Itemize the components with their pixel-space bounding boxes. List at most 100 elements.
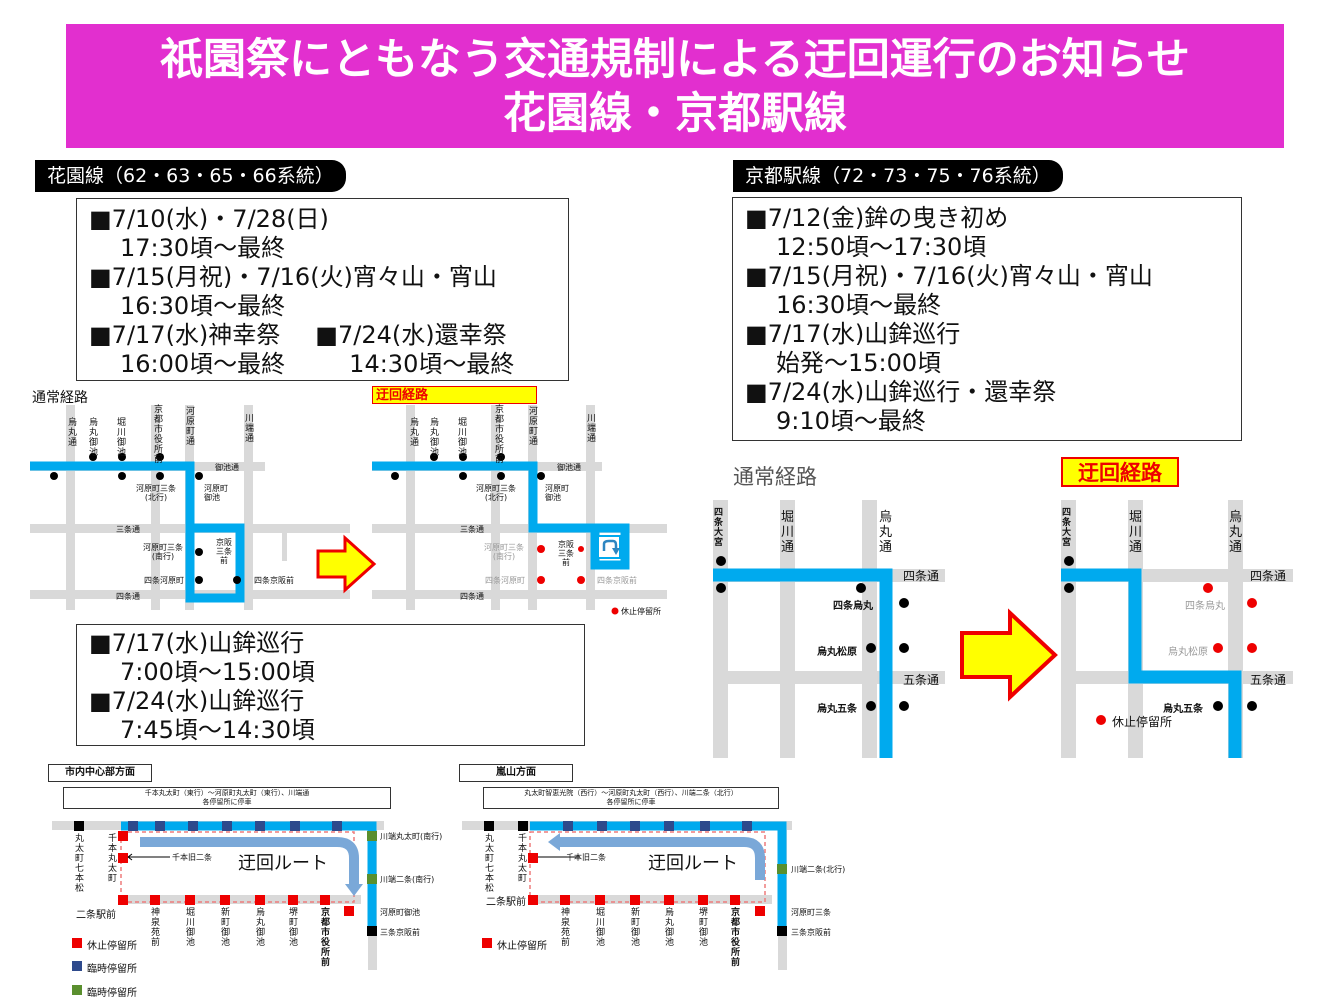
stop-label: 堀川御池: [595, 908, 605, 948]
stop-label: 京都市役所前: [494, 405, 504, 465]
street-label: 堀川通: [780, 510, 794, 555]
schedule-time: 16:00頃〜最終: [120, 350, 286, 378]
schedule-line: ■7/12(金)鉾の曳き初め: [745, 204, 1009, 232]
stop-label: 烏丸松原: [817, 647, 857, 658]
arrow-right-icon: [960, 608, 1058, 702]
kyoto-normal-route-label: 通常経路: [733, 465, 817, 489]
street-label: 四条通: [1250, 569, 1287, 583]
stop-label: 烏丸御池: [88, 418, 98, 458]
legend-temporary-stop: 臨時停留所: [87, 988, 137, 999]
hanazono-yamahoko-box: ■7/17(水)山鉾巡行 7:00頃〜15:00頃 ■7/24(水)山鉾巡行 7…: [76, 624, 585, 746]
schedule-line: ■7/17(水)神幸祭: [89, 321, 281, 349]
stop-label: 千本丸太町: [517, 834, 527, 884]
stop-label: 新町御池: [220, 908, 230, 948]
hanazono-normal-route-label: 通常経路: [32, 390, 88, 406]
stop-label: 千本丸太町: [107, 834, 117, 884]
hanazono-line-label: 花園線（62・63・65・66系統）: [35, 160, 346, 192]
legend-closed-stop: 休止停留所: [497, 941, 547, 952]
schedule-time: 7:45頃〜14:30頃: [120, 716, 316, 744]
stop-label: 千本旧二条: [172, 853, 212, 862]
stop-note-line: 各停留所に停車: [606, 798, 656, 806]
stop-note: 丸太町智恵光院（西行）〜河原町丸太町（西行）、川端二条（北行） 各停留所に停車: [483, 787, 779, 809]
stop-label: 四条河原町: [144, 576, 184, 585]
street-label: 河原町通: [185, 407, 195, 447]
street-label: 四条通: [116, 592, 140, 601]
stop-label: 丸太町七本松: [484, 834, 494, 894]
schedule-line: ■7/24(水)山鉾巡行: [89, 687, 305, 715]
legend-closed-stop: 休止停留所: [87, 941, 137, 952]
stop-note-line: 各停留所に停車: [202, 798, 252, 806]
kyoto-station-schedule-box: ■7/12(金)鉾の曳き初め 12:50頃〜17:30頃 ■7/15(月祝)・7…: [732, 197, 1242, 441]
street-label: 烏丸通: [878, 510, 892, 555]
stop-label: 新町御池: [630, 908, 640, 948]
stop-label: 堺町御池: [288, 908, 298, 948]
schedule-time: 9:10頃〜最終: [776, 407, 926, 435]
street-label: 河原町通: [528, 407, 538, 447]
stop-label: 烏丸五条: [1163, 704, 1203, 715]
schedule-line: ■7/10(水)・7/28(日): [89, 205, 329, 233]
stop-label: 堀川御池: [185, 908, 195, 948]
street-label: 三条通: [460, 525, 484, 534]
street-label: 四条通: [903, 569, 940, 583]
stop-label: 河原町三条(北行): [476, 484, 516, 502]
street-label: 堀川通: [1128, 510, 1142, 555]
stop-label: 烏丸御池: [664, 908, 674, 948]
stop-label: 二条駅前: [76, 910, 116, 921]
stop-label: 京阪三条前: [558, 540, 574, 567]
stop-label: 河原町三条: [791, 908, 831, 917]
stop-label: 川端丸太町(南行): [380, 832, 443, 841]
street-label: 四条通: [460, 592, 484, 601]
banner-title: 祇園祭にともなう交通規制による迂回運行のお知らせ: [160, 35, 1190, 85]
stop-label: 丸太町七本松: [74, 834, 84, 894]
stop-label: 神泉苑前: [150, 908, 160, 948]
hanazono-normal-map: [30, 405, 350, 610]
stop-label: 河原町御池: [545, 484, 569, 502]
stop-label: 三条京阪前: [791, 928, 831, 937]
stop-label: 烏丸御池: [255, 908, 265, 948]
street-label: 烏丸通: [1228, 510, 1242, 555]
arashiyama-direction-title: 嵐山方面: [459, 764, 573, 782]
stop-label: 三条京阪前: [380, 928, 420, 937]
schedule-line: ■7/24(水)山鉾巡行・還幸祭: [745, 378, 1057, 406]
stop-label: 四条烏丸: [833, 601, 873, 612]
street-label: 烏丸通: [409, 418, 419, 448]
hanazono-detour-map: [372, 405, 667, 615]
stop-label: 四条烏丸: [1185, 601, 1225, 612]
stop-label: 四条京阪前: [597, 576, 637, 585]
stop-label: 堺町御池: [698, 908, 708, 948]
stop-label: 京都市役所前: [153, 405, 163, 465]
hanazono-detour-route-label: 迂回経路: [372, 386, 537, 404]
lower-left-map: [52, 821, 384, 995]
street-label: 川端通: [586, 414, 596, 444]
stop-label: 四条大宮: [713, 508, 723, 548]
stop-label: 河原町御池: [204, 484, 228, 502]
street-label: 御池通: [215, 463, 239, 472]
stop-label: 四条京阪前: [254, 576, 294, 585]
schedule-time: 12:50頃〜17:30頃: [776, 233, 987, 261]
legend-closed-stop: 休止停留所: [1112, 715, 1173, 729]
banner-subtitle: 花園線・京都駅線: [503, 89, 847, 139]
street-label: 五条通: [903, 673, 940, 687]
detour-route-label: 迂回ルート: [238, 853, 328, 874]
stop-label: 四条河原町: [485, 576, 525, 585]
schedule-line: ■7/15(月祝)・7/16(火)宵々山・宵山: [89, 263, 497, 291]
stop-note: 千本丸太町（東行）〜河原町丸太町（東行）、川端通 各停留所に停車: [63, 787, 391, 809]
schedule-time: 17:30頃〜最終: [120, 234, 286, 262]
street-label: 三条通: [116, 525, 140, 534]
stop-note-line: 丸太町智恵光院（西行）〜河原町丸太町（西行）、川端二条（北行）: [524, 789, 738, 797]
stop-label: 烏丸御池: [429, 418, 439, 458]
legend-temporary-stop: 臨時停留所: [87, 964, 137, 975]
stop-label: 京都市役所前: [730, 908, 740, 968]
hanazono-schedule-box: ■7/10(水)・7/28(日) 17:30頃〜最終 ■7/15(月祝)・7/1…: [76, 198, 569, 381]
stop-label: 京都市役所前: [320, 908, 330, 968]
stop-label: 千本旧二条: [566, 853, 606, 862]
stop-label: 二条駅前: [486, 897, 526, 908]
schedule-time: 14:30頃〜最終: [349, 350, 515, 378]
stop-label: 河原町三条(北行): [136, 484, 176, 502]
kyoto-detour-route-label: 迂回経路: [1061, 457, 1179, 487]
schedule-time: 16:30頃〜最終: [776, 291, 942, 319]
stop-label: 堀川御池: [457, 418, 467, 458]
schedule-line: ■7/17(水)山鉾巡行: [89, 629, 305, 657]
schedule-line: ■7/15(月祝)・7/16(火)宵々山・宵山: [745, 262, 1153, 290]
